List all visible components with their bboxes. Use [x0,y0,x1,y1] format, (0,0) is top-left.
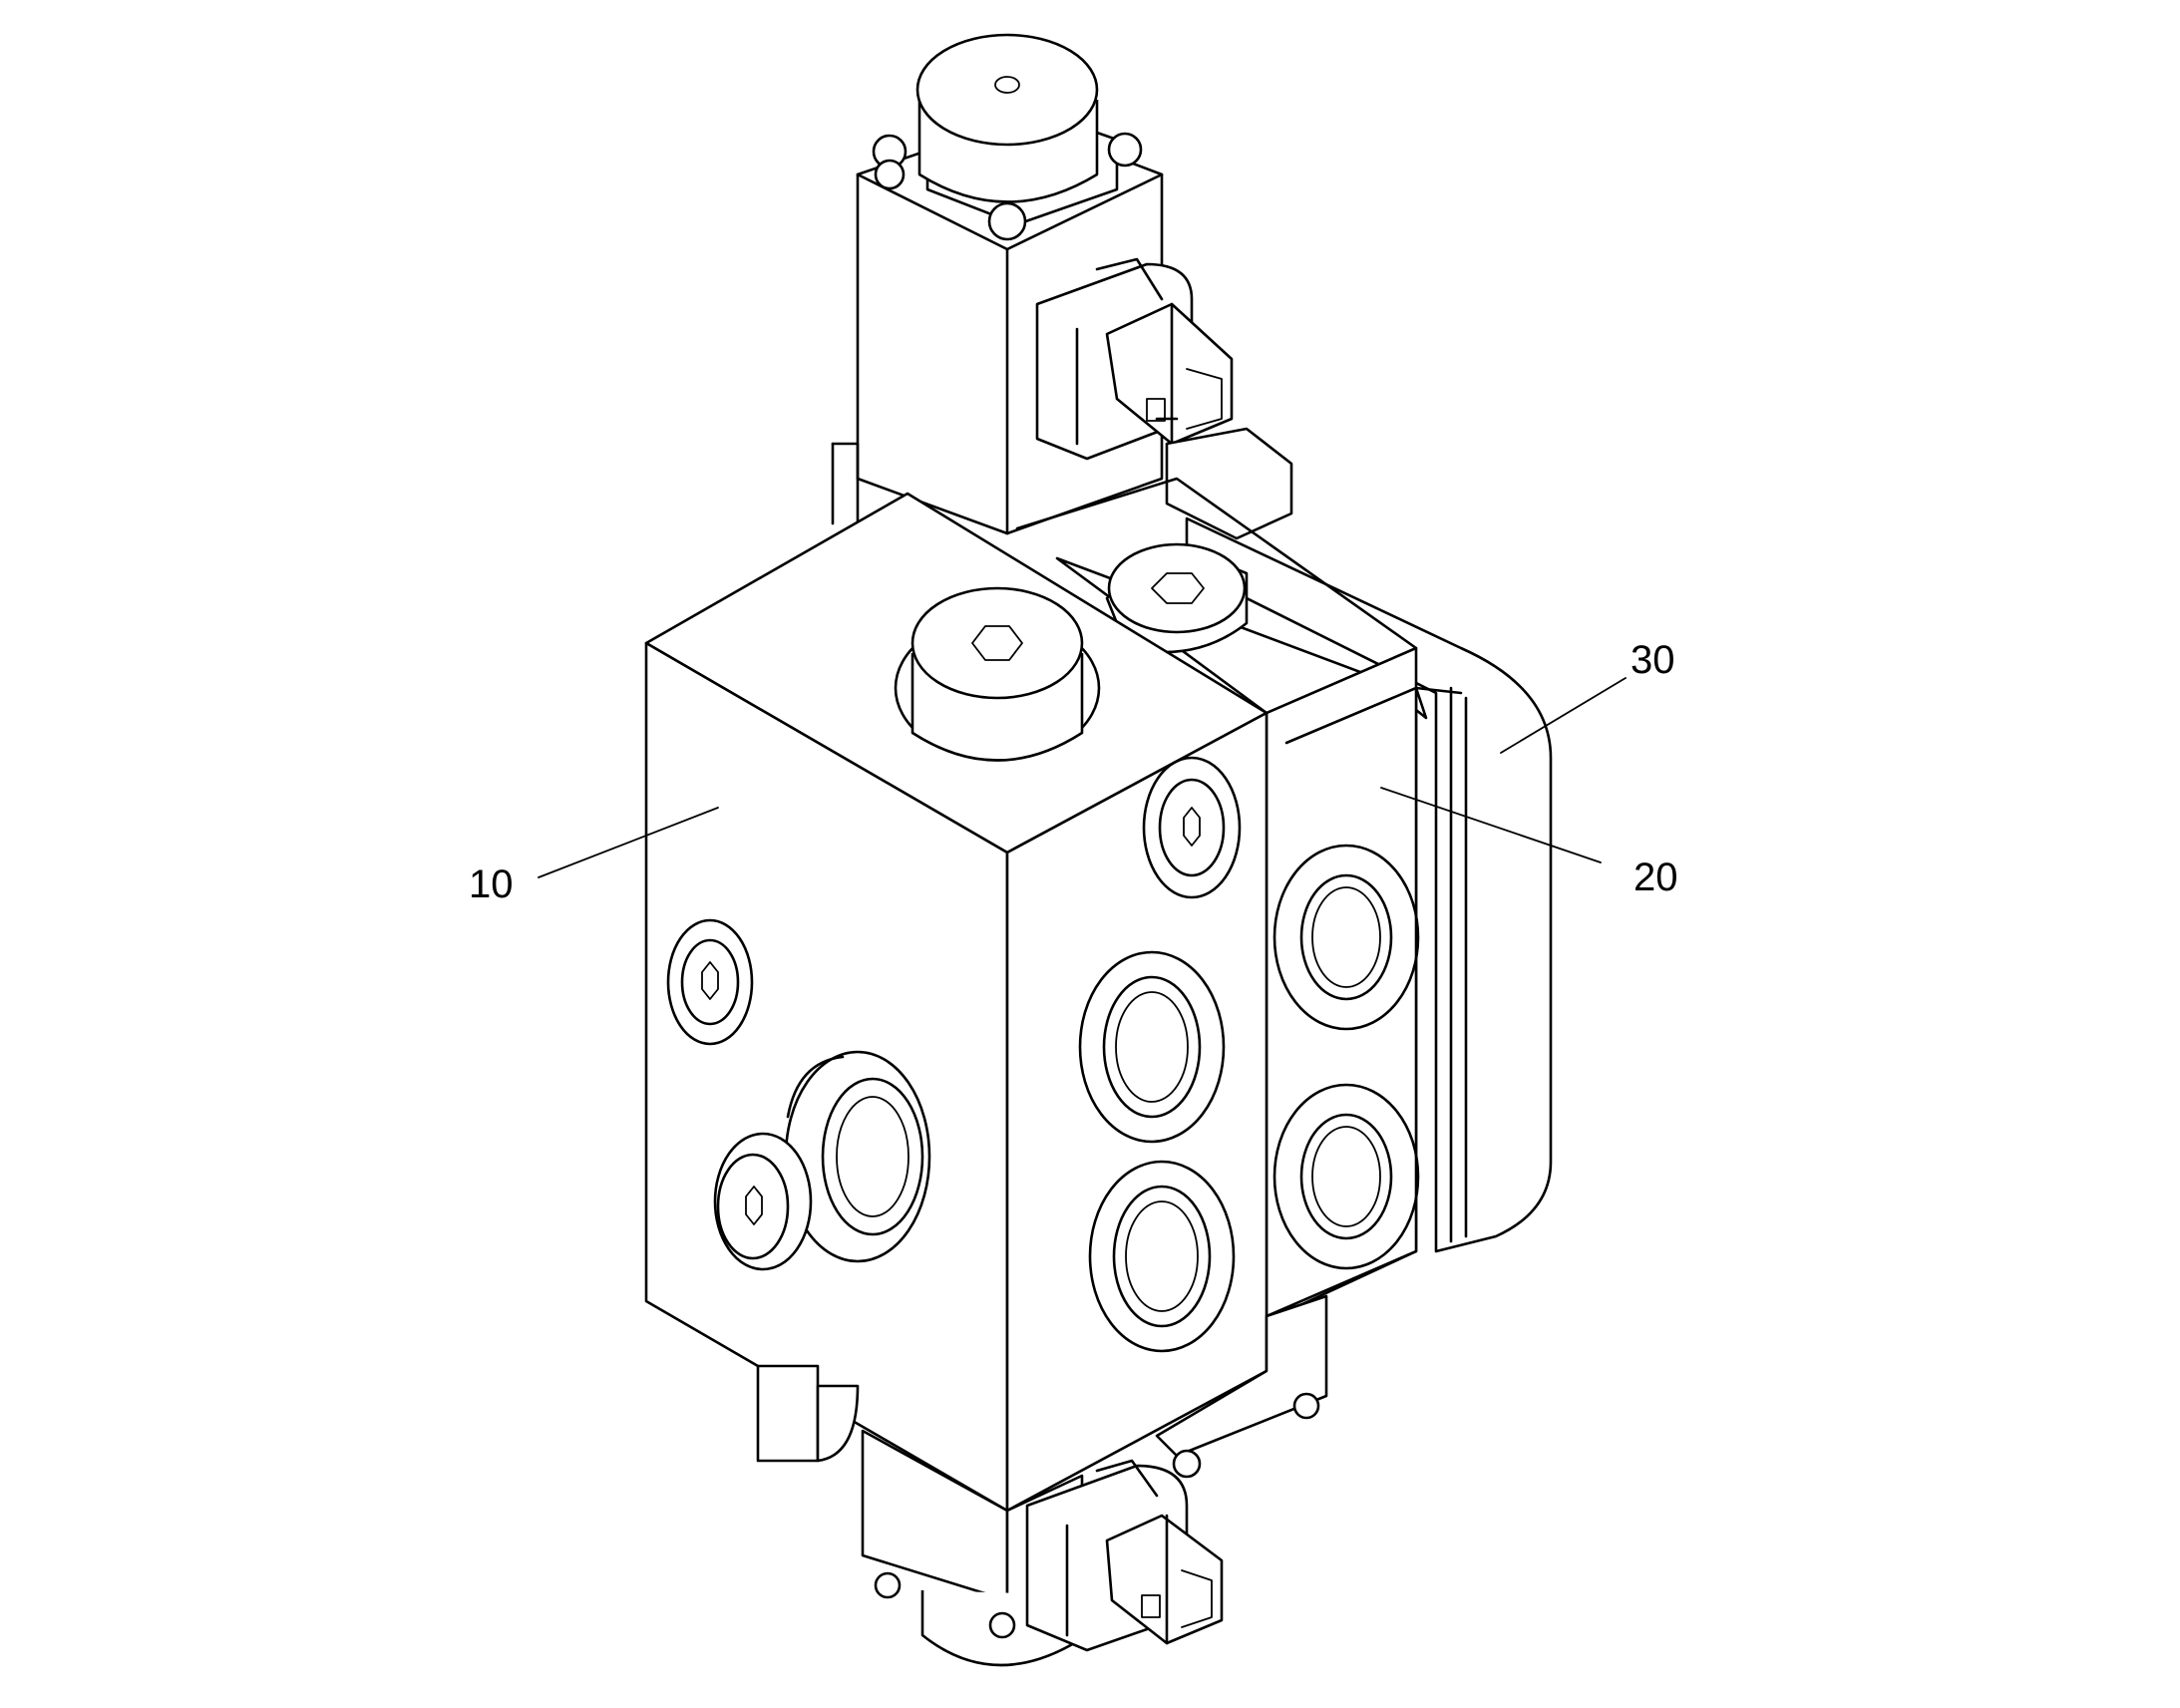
lower-solenoid [756,1294,1328,1667]
port-10-right-lower [1088,1160,1236,1353]
port-10-right-upper [1078,950,1226,1144]
valve-section-10 [644,492,1269,1513]
upper-solenoid [831,33,1418,650]
callout-30: 30 [1500,638,1675,754]
port-20-upper [1272,844,1420,1031]
callout-20-leader [1380,787,1602,863]
callout-30-label: 30 [1631,638,1675,682]
callout-20: 20 [1380,787,1678,899]
callout-10: 10 [469,807,719,906]
callout-10-label: 10 [469,862,514,906]
callout-30-leader [1500,677,1627,754]
callout-10-leader [538,807,719,878]
end-cover-section-30 [1185,516,1553,1253]
valve-section-20 [1055,556,1420,1318]
port-20-lower [1272,1083,1420,1270]
callout-20-label: 20 [1634,855,1678,899]
